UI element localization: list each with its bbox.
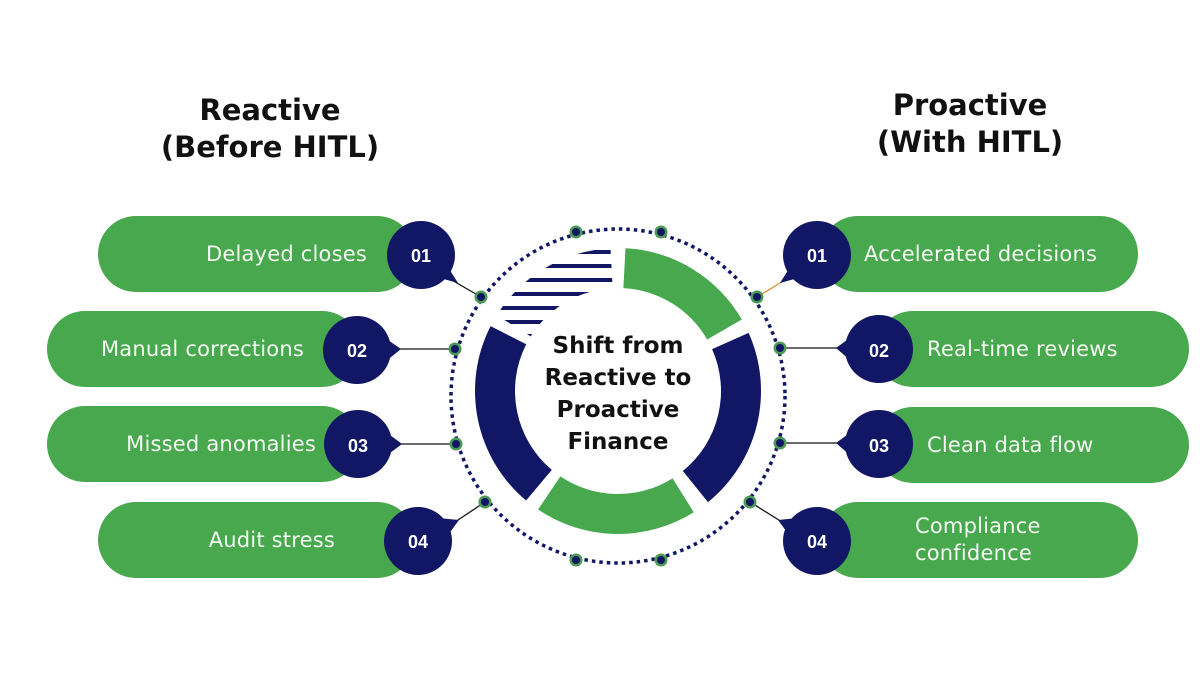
- proactive-badge-2: [836, 315, 913, 383]
- proactive-heading-line-2: (With HITL): [876, 125, 1064, 159]
- reactive-item-2: Manual corrections: [47, 311, 360, 387]
- reactive-badge-1: [387, 221, 458, 289]
- proactive-badge-3: [836, 410, 913, 478]
- reactive-badge-4-number: 04: [407, 532, 429, 552]
- ring-node-center: [776, 439, 784, 447]
- segment-left-navy: [474, 326, 552, 501]
- reactive-badge-2: [323, 316, 401, 384]
- stripe: [496, 292, 613, 296]
- reactive-badge-3: [324, 410, 402, 478]
- reactive-item-1: Delayed closes: [98, 216, 415, 292]
- stripe: [496, 306, 613, 310]
- stripe: [496, 250, 613, 254]
- proactive-badge-3-number: 03: [868, 436, 890, 456]
- reactive-item-4: Audit stress: [98, 502, 415, 578]
- ring-node-center: [572, 556, 580, 564]
- center-title: Shift from Reactive to Proactive Finance: [518, 330, 718, 458]
- ring-node-center: [477, 293, 485, 301]
- reactive-item-3: Missed anomalies: [47, 406, 360, 482]
- ring-node-center: [452, 440, 460, 448]
- reactive-heading: Reactive (Before HITL): [140, 92, 400, 166]
- reactive-heading-line-1: Reactive: [199, 93, 341, 127]
- proactive-item-1-label: Accelerated decisions: [864, 241, 1098, 266]
- stripe: [496, 278, 613, 282]
- proactive-item-1: Accelerated decisions: [820, 216, 1138, 292]
- proactive-item-4: Compliance confidence: [820, 502, 1138, 578]
- reactive-badge-3-number: 03: [347, 436, 369, 456]
- reactive-badge-1-number: 01: [410, 246, 432, 266]
- proactive-item-4-label: Compliance confidence: [915, 513, 1041, 567]
- ring-node-center: [753, 293, 761, 301]
- reactive-badge-4: [384, 507, 459, 575]
- proactive-heading: Proactive (With HITL): [840, 87, 1100, 161]
- proactive-badge-4-number: 04: [806, 532, 828, 552]
- proactive-item-3-label: Clean data flow: [927, 432, 1094, 457]
- reactive-item-4-label: Audit stress: [208, 527, 335, 552]
- ring-node-center: [657, 556, 665, 564]
- proactive-item-3: Clean data flow: [875, 407, 1189, 483]
- center-title-line-4: Finance: [567, 429, 669, 455]
- proactive-item-4-label-line-1: Compliance: [915, 514, 1041, 538]
- reactive-item-3-label: Missed anomalies: [126, 431, 316, 456]
- center-title-line-1: Shift from: [552, 333, 684, 359]
- proactive-badge-4: [778, 507, 851, 575]
- proactive-item-4-label-line-2: confidence: [915, 541, 1032, 565]
- proactive-item-2-label: Real-time reviews: [927, 336, 1118, 361]
- proactive-item-2: Real-time reviews: [875, 311, 1189, 387]
- proactive-badge-1-number: 01: [806, 246, 828, 266]
- proactive-badge-2-number: 02: [868, 341, 890, 361]
- ring-node-center: [572, 228, 580, 236]
- reactive-item-2-label: Manual corrections: [100, 336, 304, 361]
- stripe: [496, 320, 613, 324]
- proactive-heading-line-1: Proactive: [892, 88, 1048, 122]
- proactive-badge-1: [780, 221, 851, 289]
- segment-bottom-green: [538, 476, 694, 534]
- stripe: [496, 264, 613, 268]
- reactive-badge-2-number: 02: [346, 341, 368, 361]
- dotted-ring: [449, 227, 787, 565]
- reactive-item-1-label: Delayed closes: [206, 241, 367, 266]
- center-title-line-2: Reactive to: [544, 365, 692, 391]
- center-title-line-3: Proactive: [556, 397, 680, 423]
- reactive-heading-line-2: (Before HITL): [160, 130, 380, 164]
- ring-node-center: [746, 498, 754, 506]
- segment-top-green: [623, 248, 742, 340]
- segment-right-navy: [682, 332, 761, 503]
- ring-node-center: [451, 345, 459, 353]
- segment-top-left-striped: [496, 250, 613, 337]
- ring-node-center: [481, 498, 489, 506]
- ring-node-center: [776, 344, 784, 352]
- ring-node-center: [657, 228, 665, 236]
